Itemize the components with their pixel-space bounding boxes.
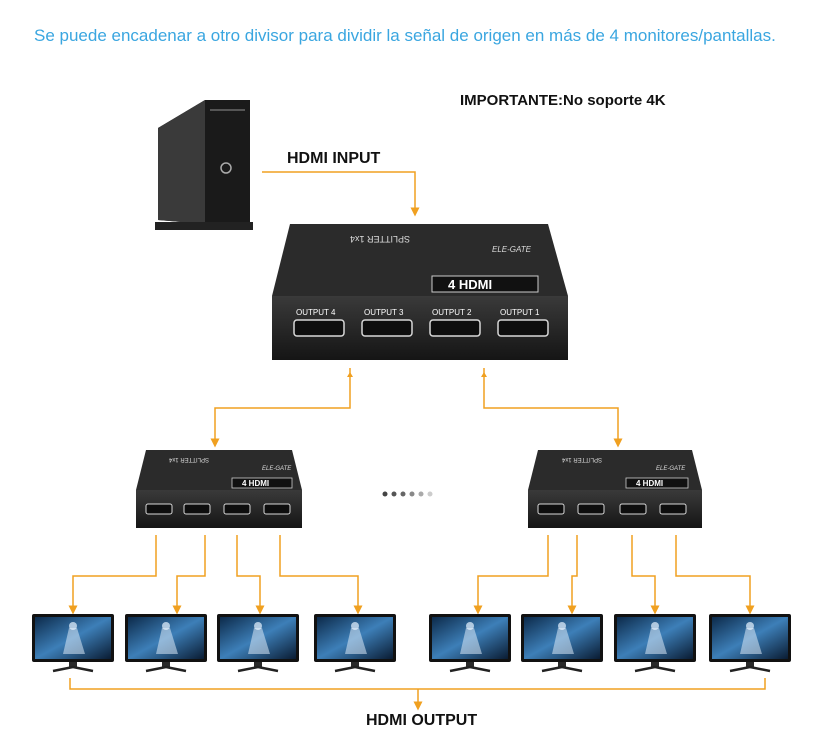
hdmi-port-icon bbox=[293, 319, 345, 337]
main-port-label-3: OUTPUT 3 bbox=[364, 308, 404, 317]
left-splitter-brand: ELE-GATE bbox=[262, 466, 292, 472]
hdmi-port-icon bbox=[263, 503, 291, 515]
hdmi-port-icon bbox=[145, 503, 173, 515]
left-child-splitter: SPLITTER 1x4 ELE-GATE 4 HDMI bbox=[136, 450, 302, 528]
hdmi-port-icon bbox=[361, 319, 413, 337]
monitor-icon bbox=[32, 614, 114, 673]
hdmi-port-icon bbox=[537, 503, 565, 515]
monitor-icon bbox=[429, 614, 511, 673]
right-splitter-title: SPLITTER 1x4 bbox=[561, 456, 602, 462]
more-dots-icon bbox=[382, 491, 433, 497]
important-note: IMPORTANTE:No soporte 4K bbox=[460, 92, 666, 109]
chaining-caption: Se puede encadenar a otro divisor para d… bbox=[34, 26, 776, 45]
monitor-icon bbox=[217, 614, 299, 673]
right-splitter-badge: 4 HDMI bbox=[636, 479, 663, 488]
output-wires bbox=[68, 535, 755, 615]
main-splitter-badge: 4 HDMI bbox=[448, 277, 492, 292]
hdmi-port-icon bbox=[577, 503, 605, 515]
hdmi-port-icon bbox=[619, 503, 647, 515]
main-port-label-4: OUTPUT 4 bbox=[296, 308, 336, 317]
output-bracket bbox=[69, 678, 766, 711]
left-splitter-badge: 4 HDMI bbox=[242, 479, 269, 488]
monitor-icon bbox=[709, 614, 791, 673]
monitor-icon bbox=[614, 614, 696, 673]
monitor-row bbox=[32, 614, 791, 673]
monitor-icon bbox=[125, 614, 207, 673]
monitor-icon bbox=[314, 614, 396, 673]
hdmi-port-icon bbox=[429, 319, 481, 337]
right-splitter-brand: ELE-GATE bbox=[656, 466, 686, 472]
hdmi-port-icon bbox=[223, 503, 251, 515]
hdmi-port-icon bbox=[497, 319, 549, 337]
hdmi-port-icon bbox=[183, 503, 211, 515]
input-wire bbox=[262, 171, 420, 217]
hdmi-input-label: HDMI INPUT bbox=[287, 150, 381, 167]
main-splitter: SPLITTER 1x4 ELE-GATE 4 HDMI OUTPUT 4 OU… bbox=[272, 224, 568, 360]
main-port-label-2: OUTPUT 2 bbox=[432, 308, 472, 317]
hdmi-port-icon bbox=[659, 503, 687, 515]
main-splitter-brand: ELE-GATE bbox=[492, 245, 532, 254]
pc-tower-icon bbox=[155, 100, 253, 230]
monitor-icon bbox=[521, 614, 603, 673]
main-port-label-1: OUTPUT 1 bbox=[500, 308, 540, 317]
left-splitter-title: SPLITTER 1x4 bbox=[168, 456, 209, 462]
hdmi-output-label: HDMI OUTPUT bbox=[366, 712, 478, 729]
right-child-splitter: SPLITTER 1x4 ELE-GATE 4 HDMI bbox=[528, 450, 702, 528]
main-splitter-title: SPLITTER 1x4 bbox=[350, 234, 410, 244]
main-output-ports: OUTPUT 4 OUTPUT 3 OUTPUT 2 OUTPUT 1 bbox=[293, 308, 549, 337]
chain-wires bbox=[210, 368, 623, 448]
